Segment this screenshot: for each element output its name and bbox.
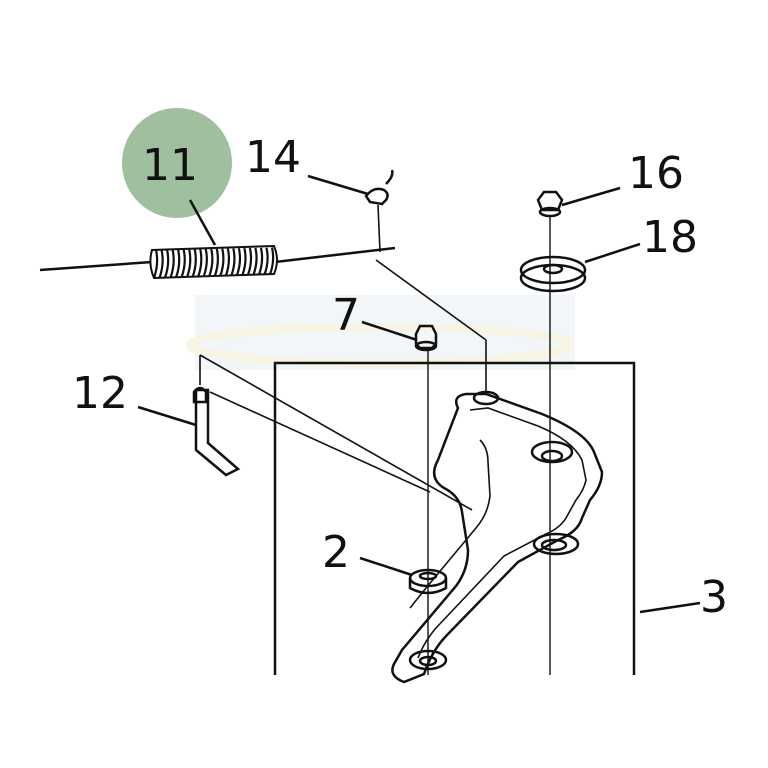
leader-11 xyxy=(188,199,217,246)
spring-coil xyxy=(169,249,175,278)
clip-part-14 xyxy=(364,169,487,395)
spring-coil xyxy=(164,249,170,278)
spring-outline xyxy=(149,244,278,280)
spring-coil xyxy=(252,247,258,276)
spring-coil xyxy=(180,249,186,278)
nut-part-16 xyxy=(536,190,564,218)
spring-coil xyxy=(246,247,253,276)
callout-14: 14 xyxy=(245,132,301,183)
callout-labels: 11 14 16 18 7 12 2 3 xyxy=(72,132,728,623)
leader-7 xyxy=(361,320,418,342)
leader-18 xyxy=(584,242,641,264)
leader-3 xyxy=(639,601,701,614)
leader-16 xyxy=(561,186,621,207)
callout-7: 7 xyxy=(332,290,360,341)
leader-2 xyxy=(359,556,413,577)
leader-12 xyxy=(137,405,197,427)
spring-coil xyxy=(268,247,275,275)
spring-coil xyxy=(191,248,197,278)
callout-18: 18 xyxy=(642,212,698,263)
leader-14 xyxy=(307,174,369,196)
spring-coil xyxy=(202,248,208,277)
leader-lines xyxy=(137,174,701,614)
watermark xyxy=(186,295,575,370)
callout-11-highlight xyxy=(122,108,232,218)
spring-coil xyxy=(230,248,236,276)
spring-coil xyxy=(219,248,225,277)
spring-coil xyxy=(208,248,214,277)
callout-3: 3 xyxy=(700,572,728,623)
spring-coil xyxy=(257,247,264,276)
spring-coil xyxy=(241,247,247,276)
bracket-part-3 xyxy=(391,390,604,684)
callout-11: 11 xyxy=(142,140,198,191)
spring-part-11 xyxy=(39,244,396,280)
frame-outline xyxy=(273,361,636,675)
spring-coil xyxy=(186,249,192,278)
callout-2: 2 xyxy=(322,527,350,578)
spring-coils xyxy=(149,244,278,280)
spring-coil xyxy=(152,249,159,279)
nut-part-7 xyxy=(414,324,438,352)
washer-part-18 xyxy=(519,255,587,293)
spring-coil xyxy=(235,248,242,276)
rod-part-12 xyxy=(192,354,473,511)
spring-coil xyxy=(175,249,181,278)
callout-16: 16 xyxy=(628,148,684,199)
nut-part-2 xyxy=(408,568,448,595)
spring-coil xyxy=(158,249,164,279)
callout-12: 12 xyxy=(72,368,128,419)
spring-coil xyxy=(197,248,203,277)
spring-coil xyxy=(224,248,231,277)
spring-coil xyxy=(213,248,219,277)
spring-coil xyxy=(263,247,269,275)
